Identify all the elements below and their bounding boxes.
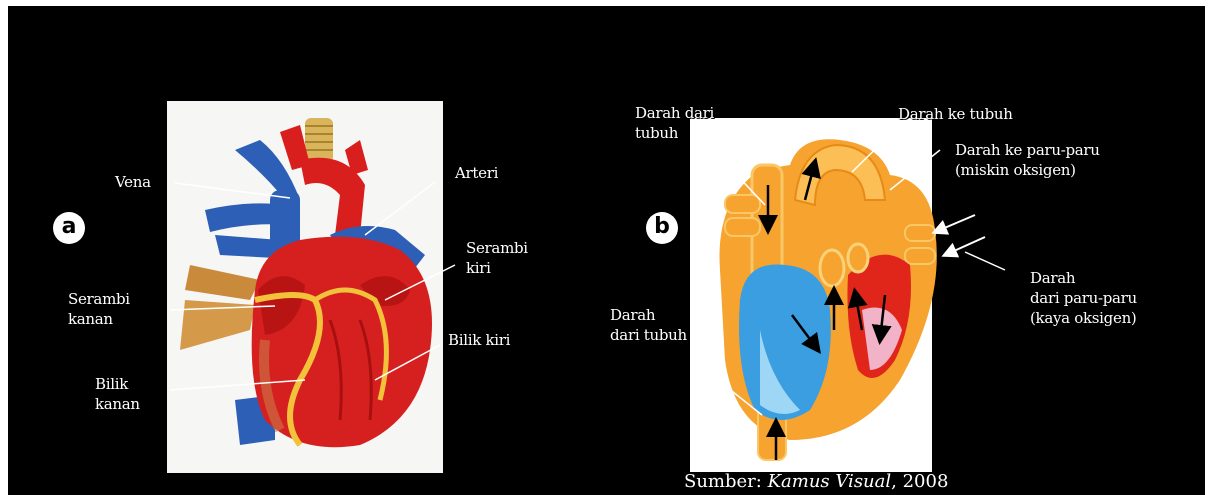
pulmonary-vein-arrows: [935, 215, 985, 255]
label-vena: Vena: [115, 172, 151, 192]
label-bilik-kanan: Bilik kanan: [95, 374, 140, 414]
source-title: Kamus Visual: [768, 471, 892, 492]
label-darah-dari-paru: Darah dari paru-paru (kaya oksigen): [1030, 268, 1137, 328]
source-year: , 2008: [891, 471, 948, 492]
label-darah-ke-tubuh: Darah ke tubuh: [898, 104, 1013, 124]
label-arteri: Arteri: [455, 163, 498, 183]
figure-a-badge: a: [53, 212, 85, 244]
label-darah-dari-tubuh-top: Darah dari tubuh: [635, 103, 714, 143]
heart-b: [720, 139, 937, 460]
figure-b-badge: b: [646, 212, 678, 244]
label-darah-ke-paru: Darah ke paru-paru (miskin oksigen): [955, 140, 1100, 180]
label-serambi-kanan: Serambi kanan: [68, 289, 130, 329]
heart-a: [180, 118, 432, 447]
label-darah-dari-tubuh-bottom: Darah dari tubuh: [610, 305, 687, 345]
source-prefix: Sumber:: [684, 471, 762, 492]
label-bilik-kiri: Bilik kiri: [448, 330, 510, 350]
label-serambi-kiri: Serambi kiri: [466, 238, 528, 278]
source-caption: Sumber: Kamus Visual, 2008: [684, 470, 948, 494]
